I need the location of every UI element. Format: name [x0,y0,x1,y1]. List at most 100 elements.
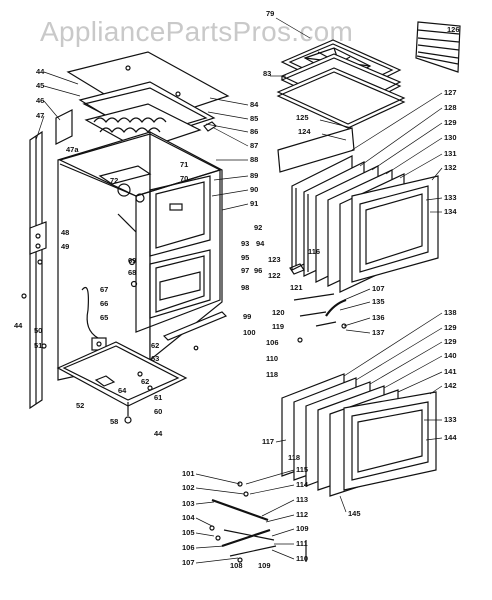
part-label-129: 129 [444,118,457,127]
left-side-parts [21,109,73,410]
part-label-65: 65 [100,313,108,322]
part-label-93: 93 [241,239,249,248]
cabinet-top [66,51,230,151]
part-label-94: 94 [256,239,265,248]
part-label-131: 131 [444,149,457,158]
part-label-51: 51 [34,341,42,350]
part-label-45: 45 [36,81,44,90]
part-label-62: 62 [141,377,149,386]
part-label-116: 116 [308,247,320,256]
part-label-50: 50 [34,326,42,335]
upper-handle-parts [289,263,347,343]
part-label-101: 101 [182,469,195,478]
part-label-117: 117 [262,437,274,446]
part-label-118: 118 [288,453,300,462]
base-plate [56,341,188,424]
part-label-84: 84 [250,100,259,109]
part-label-137: 137 [372,328,385,337]
part-label-107: 107 [182,558,195,567]
part-label-125: 125 [296,113,309,122]
part-label-108: 108 [230,561,243,570]
part-label-133: 133 [444,415,457,424]
part-label-90: 90 [250,185,258,194]
part-label-122: 122 [268,271,281,280]
part-label-60: 60 [154,407,162,416]
part-label-44: 44 [36,67,45,76]
part-label-69: 69 [128,256,136,265]
part-label-109: 109 [296,524,309,533]
part-label-103: 103 [182,499,195,508]
part-label-95: 95 [241,253,249,262]
part-label-47: 47 [36,111,44,120]
part-label-133: 133 [444,193,457,202]
part-label-142: 142 [444,381,457,390]
part-label-115: 115 [296,465,308,474]
part-label-107: 107 [372,284,385,293]
part-label-144: 144 [444,433,457,442]
part-label-127: 127 [444,88,457,97]
part-label-92: 92 [254,223,262,232]
part-label-129: 129 [444,337,457,346]
part-label-88: 88 [250,155,258,164]
part-label-119: 119 [272,322,284,331]
part-label-136: 136 [372,313,385,322]
part-label-111: 111 [296,539,308,548]
part-label-124: 124 [298,127,311,136]
part-label-87: 87 [250,141,258,150]
part-label-86: 86 [250,127,258,136]
part-label-85: 85 [250,114,258,123]
part-label-52: 52 [76,401,84,410]
part-label-63: 63 [151,354,159,363]
rail-99 [162,311,228,351]
part-label-106: 106 [182,543,195,552]
part-label-121: 121 [290,283,303,292]
part-label-44: 44 [14,321,23,330]
part-label-109: 109 [258,561,271,570]
panel-126 [415,21,461,73]
hinge-parts [209,481,307,563]
part-number-labels: 79 126 83 44 45 46 47 84 85 86 87 88 89 90 91 125 124 127… [14,9,460,570]
part-label-62: 62 [151,341,159,350]
upper-door-assembly [277,127,439,293]
part-label-58: 58 [110,417,118,426]
part-label-134: 134 [444,207,457,216]
part-label-110: 110 [266,354,278,363]
part-label-105: 105 [182,528,195,537]
part-label-89: 89 [250,171,258,180]
part-label-102: 102 [182,483,195,492]
part-label-66: 66 [100,299,108,308]
part-label-145: 145 [348,509,361,518]
part-label-118: 118 [266,370,278,379]
part-label-71: 71 [180,160,188,169]
part-label-61: 61 [154,393,162,402]
part-label-123: 123 [268,255,281,264]
part-label-100: 100 [243,328,256,337]
part-label-120: 120 [272,308,285,317]
part-label-114: 114 [296,480,309,489]
part-label-48: 48 [61,228,69,237]
part-label-68: 68 [128,268,136,277]
part-label-99: 99 [243,312,251,321]
watermark: AppliancePartsPros.com [40,16,354,47]
part-label-46: 46 [36,96,44,105]
part-label-79: 79 [266,9,274,18]
part-label-96: 96 [254,266,262,275]
part-label-49: 49 [61,242,69,251]
part-label-141: 141 [444,367,457,376]
part-label-72: 72 [110,176,118,185]
part-label-126: 126 [447,25,460,34]
part-label-110: 110 [296,554,308,563]
part-label-70: 70 [180,174,188,183]
part-label-83: 83 [263,69,271,78]
part-label-67: 67 [100,285,108,294]
part-label-64: 64 [118,386,127,395]
part-label-138: 138 [444,308,457,317]
part-label-132: 132 [444,163,457,172]
lower-door-assembly [281,373,437,497]
part-label-130: 130 [444,133,457,142]
part-label-91: 91 [250,199,258,208]
part-label-128: 128 [444,103,457,112]
part-label-106: 106 [266,338,279,347]
